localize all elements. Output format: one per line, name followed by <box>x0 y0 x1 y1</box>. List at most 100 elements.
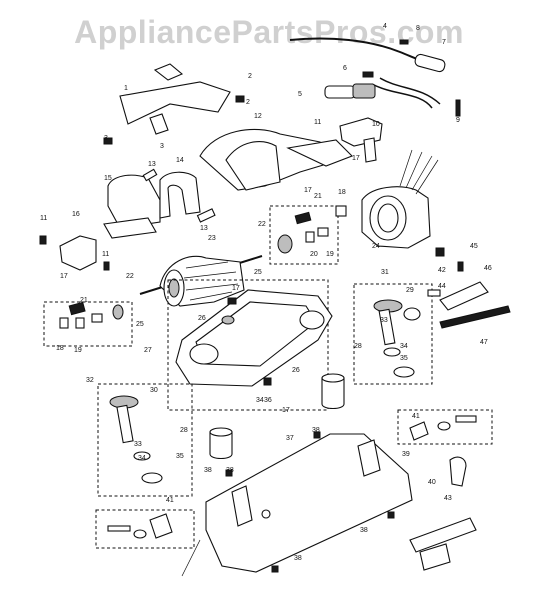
fan-guard <box>103 168 216 239</box>
clamp-box-right <box>397 409 493 445</box>
callout-19: 19 <box>74 347 82 354</box>
callout-13: 13 <box>200 225 208 232</box>
field-coil <box>361 149 439 249</box>
callout-28: 28 <box>354 343 362 350</box>
left-gear-box <box>97 383 193 497</box>
callout-30: 30 <box>150 387 158 394</box>
callout-23: 23 <box>208 235 216 242</box>
callout-21: 21 <box>80 297 88 304</box>
callout-38: 38 <box>226 467 234 474</box>
callout-3: 3 <box>160 143 164 150</box>
leader-line <box>181 539 201 577</box>
callout-34: 34 <box>256 397 264 404</box>
callout-38: 38 <box>294 555 302 562</box>
right-gear-box <box>353 283 433 385</box>
gear-housing-box <box>167 279 329 411</box>
callout-17: 17 <box>232 285 240 292</box>
callout-1: 1 <box>124 85 128 92</box>
callout-18: 18 <box>56 345 64 352</box>
callout-17: 17 <box>304 187 312 194</box>
callout-32: 32 <box>86 377 94 384</box>
callout-33: 33 <box>380 317 388 324</box>
callout-41: 41 <box>166 497 174 504</box>
callout-6: 6 <box>343 65 347 72</box>
callout-8: 8 <box>416 25 420 32</box>
callout-14: 14 <box>176 157 184 164</box>
callout-42: 42 <box>438 267 446 274</box>
callout-35: 35 <box>176 453 184 460</box>
bracket-16 <box>59 235 97 271</box>
callout-34: 34 <box>400 343 408 350</box>
watermark-text: AppliancePartsPros.com <box>74 14 464 50</box>
callout-17: 17 <box>60 273 68 280</box>
callout-15: 15 <box>104 175 112 182</box>
callout-2: 2 <box>248 73 252 80</box>
callout-17: 17 <box>282 407 290 414</box>
callout-22: 22 <box>258 221 266 228</box>
callout-11: 11 <box>40 215 47 222</box>
callout-44: 44 <box>438 283 446 290</box>
callout-25: 25 <box>136 321 144 328</box>
bushings <box>209 373 345 460</box>
clamp-kit-right <box>409 415 477 441</box>
brush-kit-right <box>277 205 347 254</box>
callout-26: 26 <box>292 367 300 374</box>
callout-12: 12 <box>254 113 262 120</box>
callout-17: 17 <box>352 155 360 162</box>
callout-25: 25 <box>254 269 262 276</box>
callout-45: 45 <box>470 243 478 250</box>
callout-28: 28 <box>180 427 188 434</box>
screws <box>39 95 464 573</box>
callout-13: 13 <box>148 161 156 168</box>
lever-40 <box>449 456 467 487</box>
top-bracket <box>119 63 231 135</box>
callout-16: 16 <box>72 211 80 218</box>
callout-19: 19 <box>326 251 334 258</box>
callout-18: 18 <box>338 189 346 196</box>
callout-7: 7 <box>442 39 446 46</box>
callout-39: 39 <box>402 451 410 458</box>
callout-38: 38 <box>360 527 368 534</box>
gear-housing <box>175 289 333 387</box>
callout-labels: 1223345678910111111121313141516171717171… <box>40 23 492 562</box>
callout-29: 29 <box>406 287 414 294</box>
callout-41: 41 <box>412 413 420 420</box>
callout-3: 3 <box>104 135 108 142</box>
power-cord <box>289 37 446 109</box>
callout-36: 36 <box>264 397 272 404</box>
callout-38: 38 <box>312 427 320 434</box>
switch-assembly <box>324 71 376 99</box>
callout-22: 22 <box>126 273 134 280</box>
callout-47: 47 <box>480 339 488 346</box>
callout-43: 43 <box>444 495 452 502</box>
clamp-box-left <box>95 509 195 549</box>
callout-35: 35 <box>400 355 408 362</box>
brush-kit-left <box>59 301 124 329</box>
callout-9: 9 <box>456 117 460 124</box>
upper-housing <box>199 128 353 191</box>
callout-2: 2 <box>246 99 250 106</box>
blades <box>427 281 511 329</box>
callout-34: 34 <box>138 455 146 462</box>
callout-31: 31 <box>381 269 389 276</box>
callout-20: 20 <box>310 251 318 258</box>
armature <box>139 255 263 307</box>
brush-kit-box-left <box>43 301 133 347</box>
callout-10: 10 <box>372 121 380 128</box>
base-plate <box>205 433 413 573</box>
callout-46: 46 <box>484 265 492 272</box>
brush-kit-box-right <box>269 205 339 265</box>
callout-33: 33 <box>134 441 142 448</box>
callout-38: 38 <box>204 467 212 474</box>
callout-4: 4 <box>383 23 387 30</box>
left-gear <box>109 395 163 484</box>
callout-24: 24 <box>372 243 380 250</box>
blade-guide <box>409 517 477 571</box>
callout-40: 40 <box>428 479 436 486</box>
callout-26: 26 <box>198 315 206 322</box>
clamp-kit-left <box>107 513 173 539</box>
right-gear <box>373 299 421 378</box>
callout-11: 11 <box>102 251 109 258</box>
